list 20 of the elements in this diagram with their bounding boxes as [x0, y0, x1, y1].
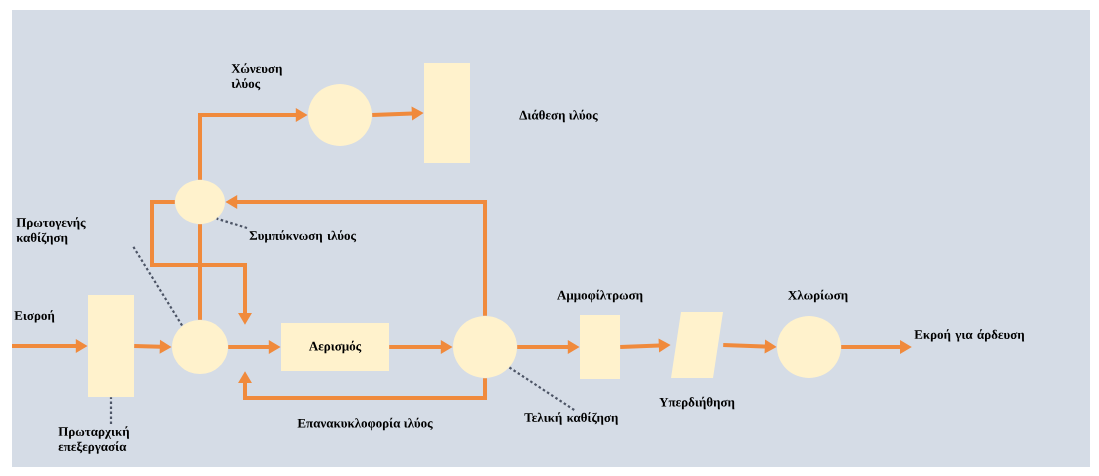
shape-label: Διάθεση ιλύος [519, 109, 598, 123]
shape-label: Υπερδιήθηση [659, 396, 735, 410]
leader-line [216, 217, 248, 230]
leader-line [132, 246, 184, 327]
process-box: Αερισμός [281, 323, 389, 371]
label-text: Τελική καθίζηση [524, 412, 618, 425]
label-text: Συμπύκνωση ιλύος [249, 230, 357, 243]
label-text: Εισροή [14, 310, 55, 323]
process-circle [453, 316, 517, 378]
leader-line [508, 366, 575, 411]
leader-line [109, 397, 113, 424]
process-box [88, 295, 134, 397]
shape-label: Χώνευση ιλύος [231, 63, 282, 91]
process-circle [175, 180, 225, 224]
shape-label: Χλωρίωση [788, 289, 848, 303]
shape-label: Αμμοφίλτρωση [557, 289, 643, 303]
label-text: Πρωτογενής καθίζηση [16, 217, 86, 245]
label-text: Πρωταρχική επεξεργασία [58, 426, 130, 454]
label-text: Εκροή για άρδευση [914, 329, 1025, 342]
process-circle [172, 320, 228, 374]
